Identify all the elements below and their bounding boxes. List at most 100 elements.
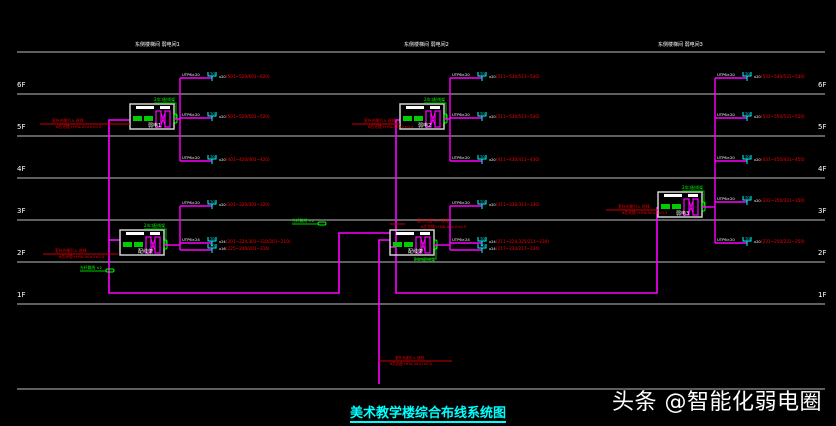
incoming-cable-spec: 6芯光缆+HYA-50×2×0.5 <box>421 224 467 229</box>
patch-cord <box>414 245 437 260</box>
outlet-cable-label: UTP6×20 <box>717 237 735 242</box>
floor-lines <box>17 51 825 390</box>
cabinet-label-bar <box>150 232 160 235</box>
outlet-cable-label: UTP6×20 <box>452 200 470 205</box>
outlet-count: x20 <box>219 158 226 162</box>
column-header: 东侧楼梯间 弱电间3 <box>658 41 703 48</box>
cabinet-label: 弱电1 <box>148 122 161 129</box>
outlet-cable-label: UTP6×24 <box>182 237 200 242</box>
cabinet-label-bar <box>406 106 424 109</box>
trunk-line-right <box>395 119 658 294</box>
fiber-module <box>403 116 412 121</box>
cabinet-label: 配线架 <box>408 248 423 255</box>
outlet-cable-label: UTP6×20 <box>182 200 200 205</box>
switch-cross <box>150 238 156 252</box>
outlet-cable-label: UTP6×20 <box>182 72 200 77</box>
outlet-icon-label: TO <box>479 112 485 116</box>
cabinet-label: 弱电2 <box>418 122 431 129</box>
incoming-cable-label: 室外光缆引入 进线 <box>52 118 84 123</box>
outlet-range: (201~224,301~310/201~210) <box>226 239 291 244</box>
floor-label: 2F <box>17 249 25 257</box>
outlet-cable-label: UTP6×20 <box>182 155 200 160</box>
outlet-range: (501~520/501~520) <box>226 114 270 119</box>
switch-cross <box>430 112 436 126</box>
cabinet-label-bar <box>126 232 144 235</box>
outlet-icon-label: TO <box>479 155 485 159</box>
outlet-range: (217~234/217~234) <box>496 246 540 251</box>
outlet-count: x20 <box>754 115 761 119</box>
outlet-range: (531~540/531~540) <box>761 74 805 79</box>
floor-label: 1F <box>818 291 826 299</box>
outlet-count: x20 <box>754 240 761 244</box>
outlet-cable-label: UTP6×20 <box>452 72 470 77</box>
floor-label: 3F <box>818 207 826 215</box>
outlet-range: (311~330/311~330) <box>496 202 540 207</box>
fiber-module <box>133 116 142 121</box>
outlet-count: x24 <box>489 247 496 251</box>
outlet-icon-label: TO <box>744 155 750 159</box>
fiber-module <box>123 242 132 247</box>
incoming-cable-spec: 6芯光缆+HYA-50×2×0.5 <box>59 254 105 259</box>
floor-label: 5F <box>818 123 826 131</box>
watermark: 头条 @智能化弱电圈 <box>612 390 822 415</box>
outlet-range: (231~250/231~250) <box>761 239 805 244</box>
outlet-range: (511~530/511~530) <box>496 74 540 79</box>
outlet-cable-label: UTP6×24 <box>452 237 470 242</box>
floor-labels-right: 6F 5F 4F 3F 2F 1F <box>818 81 826 299</box>
floor-label: 4F <box>17 165 25 173</box>
outlet-count: x20 <box>219 115 226 119</box>
outlet: TO x24(217~234/217~234) <box>450 244 540 253</box>
cabinet-label-bar <box>688 194 698 197</box>
incoming-cable-label: 室外光缆引入 进线 <box>618 204 650 209</box>
outlet-cable-label: UTP6×20 <box>717 196 735 201</box>
outlet-icon-label: TO <box>209 200 215 204</box>
patch-panel-label: 24口配线架 <box>682 184 703 190</box>
outlet-icon-label: TO <box>209 244 215 248</box>
switch-icon <box>434 110 441 128</box>
switch-icon <box>145 236 152 254</box>
fiber-module <box>661 204 670 209</box>
outlet-range: (211~224,325/211~230) <box>496 239 549 244</box>
fiber-module <box>393 242 402 247</box>
outlet-range: (431~450/431~450) <box>761 157 805 162</box>
outlet-icon-label: TO <box>744 112 750 116</box>
outlet-icon-label: TO <box>479 72 485 76</box>
switch-cross <box>160 112 166 126</box>
cabinet-label-bar <box>136 106 154 109</box>
main-incoming-cable: 室外光缆引入 进线 6芯光缆+HYA-50×2×0.5 <box>378 355 452 366</box>
switch-icon <box>164 110 171 128</box>
cabinet-label-bar <box>430 106 440 109</box>
floor-label: 5F <box>17 123 25 131</box>
trunk-incoming <box>378 239 390 384</box>
cabinet-label: 弱电3 <box>676 210 689 217</box>
incoming-cable-label: 室外光缆引入 进线 <box>55 248 87 253</box>
patch-panel-label: 24口配线架 <box>144 222 165 228</box>
outlet-cable-label: UTP6×20 <box>452 112 470 117</box>
outlet-range: (225~240/201~216) <box>226 246 270 251</box>
outlet-count: x20 <box>754 199 761 203</box>
outlet-cable-label: UTP6×20 <box>717 155 735 160</box>
outlet-icon-label: TO <box>479 237 485 241</box>
outlet-icon-label: TO <box>209 237 215 241</box>
fiber-jumper-connector <box>105 268 115 273</box>
switch-icon <box>424 236 431 254</box>
switch-cross <box>688 200 694 214</box>
outlet-count: x20 <box>219 75 226 79</box>
outlet-icon-label: TO <box>744 196 750 200</box>
outlet-icon-label: TO <box>479 244 485 248</box>
fiber-module <box>404 242 413 247</box>
incoming-cable-label: 室外光缆引入 进线 <box>395 355 425 360</box>
switch-icon <box>415 236 422 254</box>
